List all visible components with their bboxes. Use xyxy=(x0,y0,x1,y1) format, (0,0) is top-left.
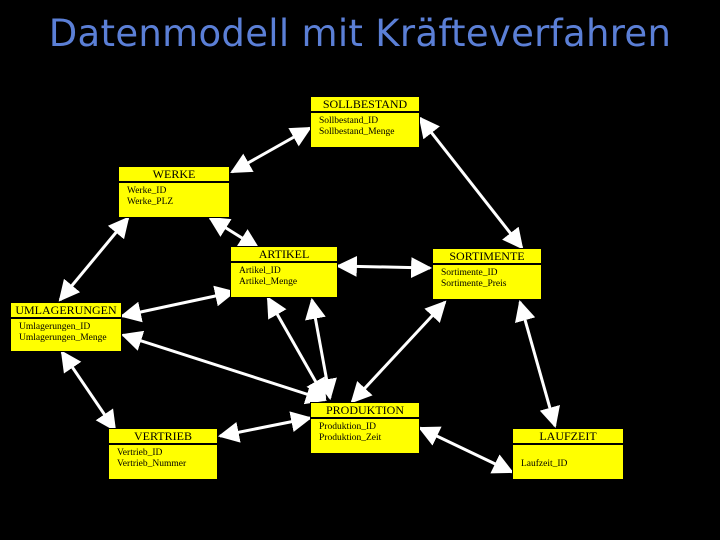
attribute: Artikel_Menge xyxy=(239,277,298,287)
entity-name: SOLLBESTAND xyxy=(311,97,419,113)
entity-name: PRODUKTION xyxy=(311,403,419,419)
attribute: Sollbestand_ID xyxy=(319,116,379,126)
entity-name: UMLAGERUNGEN xyxy=(11,303,121,319)
link-produktion-vertrieb xyxy=(217,411,313,443)
entity-artikel[interactable]: ARTIKEL Artikel_ID Artikel_Menge xyxy=(230,246,338,298)
attribute-list: Produktion_ID Produktion_Zeit xyxy=(311,419,419,444)
attribute: Sortimente_Preis xyxy=(441,279,507,289)
attribute: Produktion_ID xyxy=(319,422,376,432)
attribute-list: Artikel_ID Artikel_Menge xyxy=(231,263,337,288)
link-werke-artikel xyxy=(208,216,260,250)
entity-werke[interactable]: WERKE Werke_ID Werke_PLZ xyxy=(118,166,230,218)
attribute-list: Sortimente_ID Sortimente_Preis xyxy=(433,265,541,290)
link-sortimente-laufzeit xyxy=(515,299,560,429)
entity-sollbestand[interactable]: SOLLBESTAND Sollbestand_ID Sollbestand_M… xyxy=(310,96,420,148)
attribute-list: Werke_ID Werke_PLZ xyxy=(119,183,229,208)
link-umlagerungen-artikel xyxy=(119,285,237,323)
attribute: Umlagerungen_ID xyxy=(19,322,91,332)
attribute: Produktion_Zeit xyxy=(319,433,382,443)
attribute: Sortimente_ID xyxy=(441,268,498,278)
link-sortimente-produktion xyxy=(350,300,447,404)
entity-vertrieb[interactable]: VERTRIEB Vertrieb_ID Vertrieb_Nummer xyxy=(108,428,218,480)
attribute: Artikel_ID xyxy=(239,266,281,276)
attribute: Umlagerungen_Menge xyxy=(19,333,107,343)
entity-name: LAUFZEIT xyxy=(513,429,623,445)
diagram-title: Datenmodell mit Kräfteverfahren xyxy=(48,12,672,55)
entity-name: SORTIMENTE xyxy=(433,249,541,265)
attribute: Werke_ID xyxy=(127,186,167,196)
link-sollbestand-sortimente xyxy=(418,116,524,250)
link-werke-umlagerungen xyxy=(58,216,130,302)
entity-sortimente[interactable]: SORTIMENTE Sortimente_ID Sortimente_Prei… xyxy=(432,248,542,300)
attribute-list: Sollbestand_ID Sollbestand_Menge xyxy=(311,113,419,138)
entity-produktion[interactable]: PRODUKTION Produktion_ID Produktion_Zeit xyxy=(310,402,420,454)
attribute-list: Umlagerungen_ID Umlagerungen_Menge xyxy=(11,319,121,344)
attribute: Sollbestand_Menge xyxy=(319,127,395,137)
attribute: Vertrieb_Nummer xyxy=(117,459,187,469)
attribute-list: Vertrieb_ID Vertrieb_Nummer xyxy=(109,445,217,470)
entity-name: WERKE xyxy=(119,167,229,183)
link-umlagerungen-vertrieb xyxy=(60,350,117,432)
entity-name: VERTRIEB xyxy=(109,429,217,445)
attribute: Werke_PLZ xyxy=(127,197,174,207)
attribute: Laufzeit_ID xyxy=(521,459,568,469)
link-artikel-produktion-2 xyxy=(305,297,337,401)
attribute: Vertrieb_ID xyxy=(117,448,163,458)
link-artikel-sortimente xyxy=(335,255,433,279)
attribute-list: Laufzeit_ID xyxy=(513,445,623,470)
entity-laufzeit[interactable]: LAUFZEIT Laufzeit_ID xyxy=(512,428,624,480)
entity-name: ARTIKEL xyxy=(231,247,337,263)
link-produktion-laufzeit xyxy=(418,426,514,474)
link-sollbestand-werke xyxy=(230,126,312,174)
entity-umlagerungen[interactable]: UMLAGERUNGEN Umlagerungen_ID Umlagerunge… xyxy=(10,302,122,352)
